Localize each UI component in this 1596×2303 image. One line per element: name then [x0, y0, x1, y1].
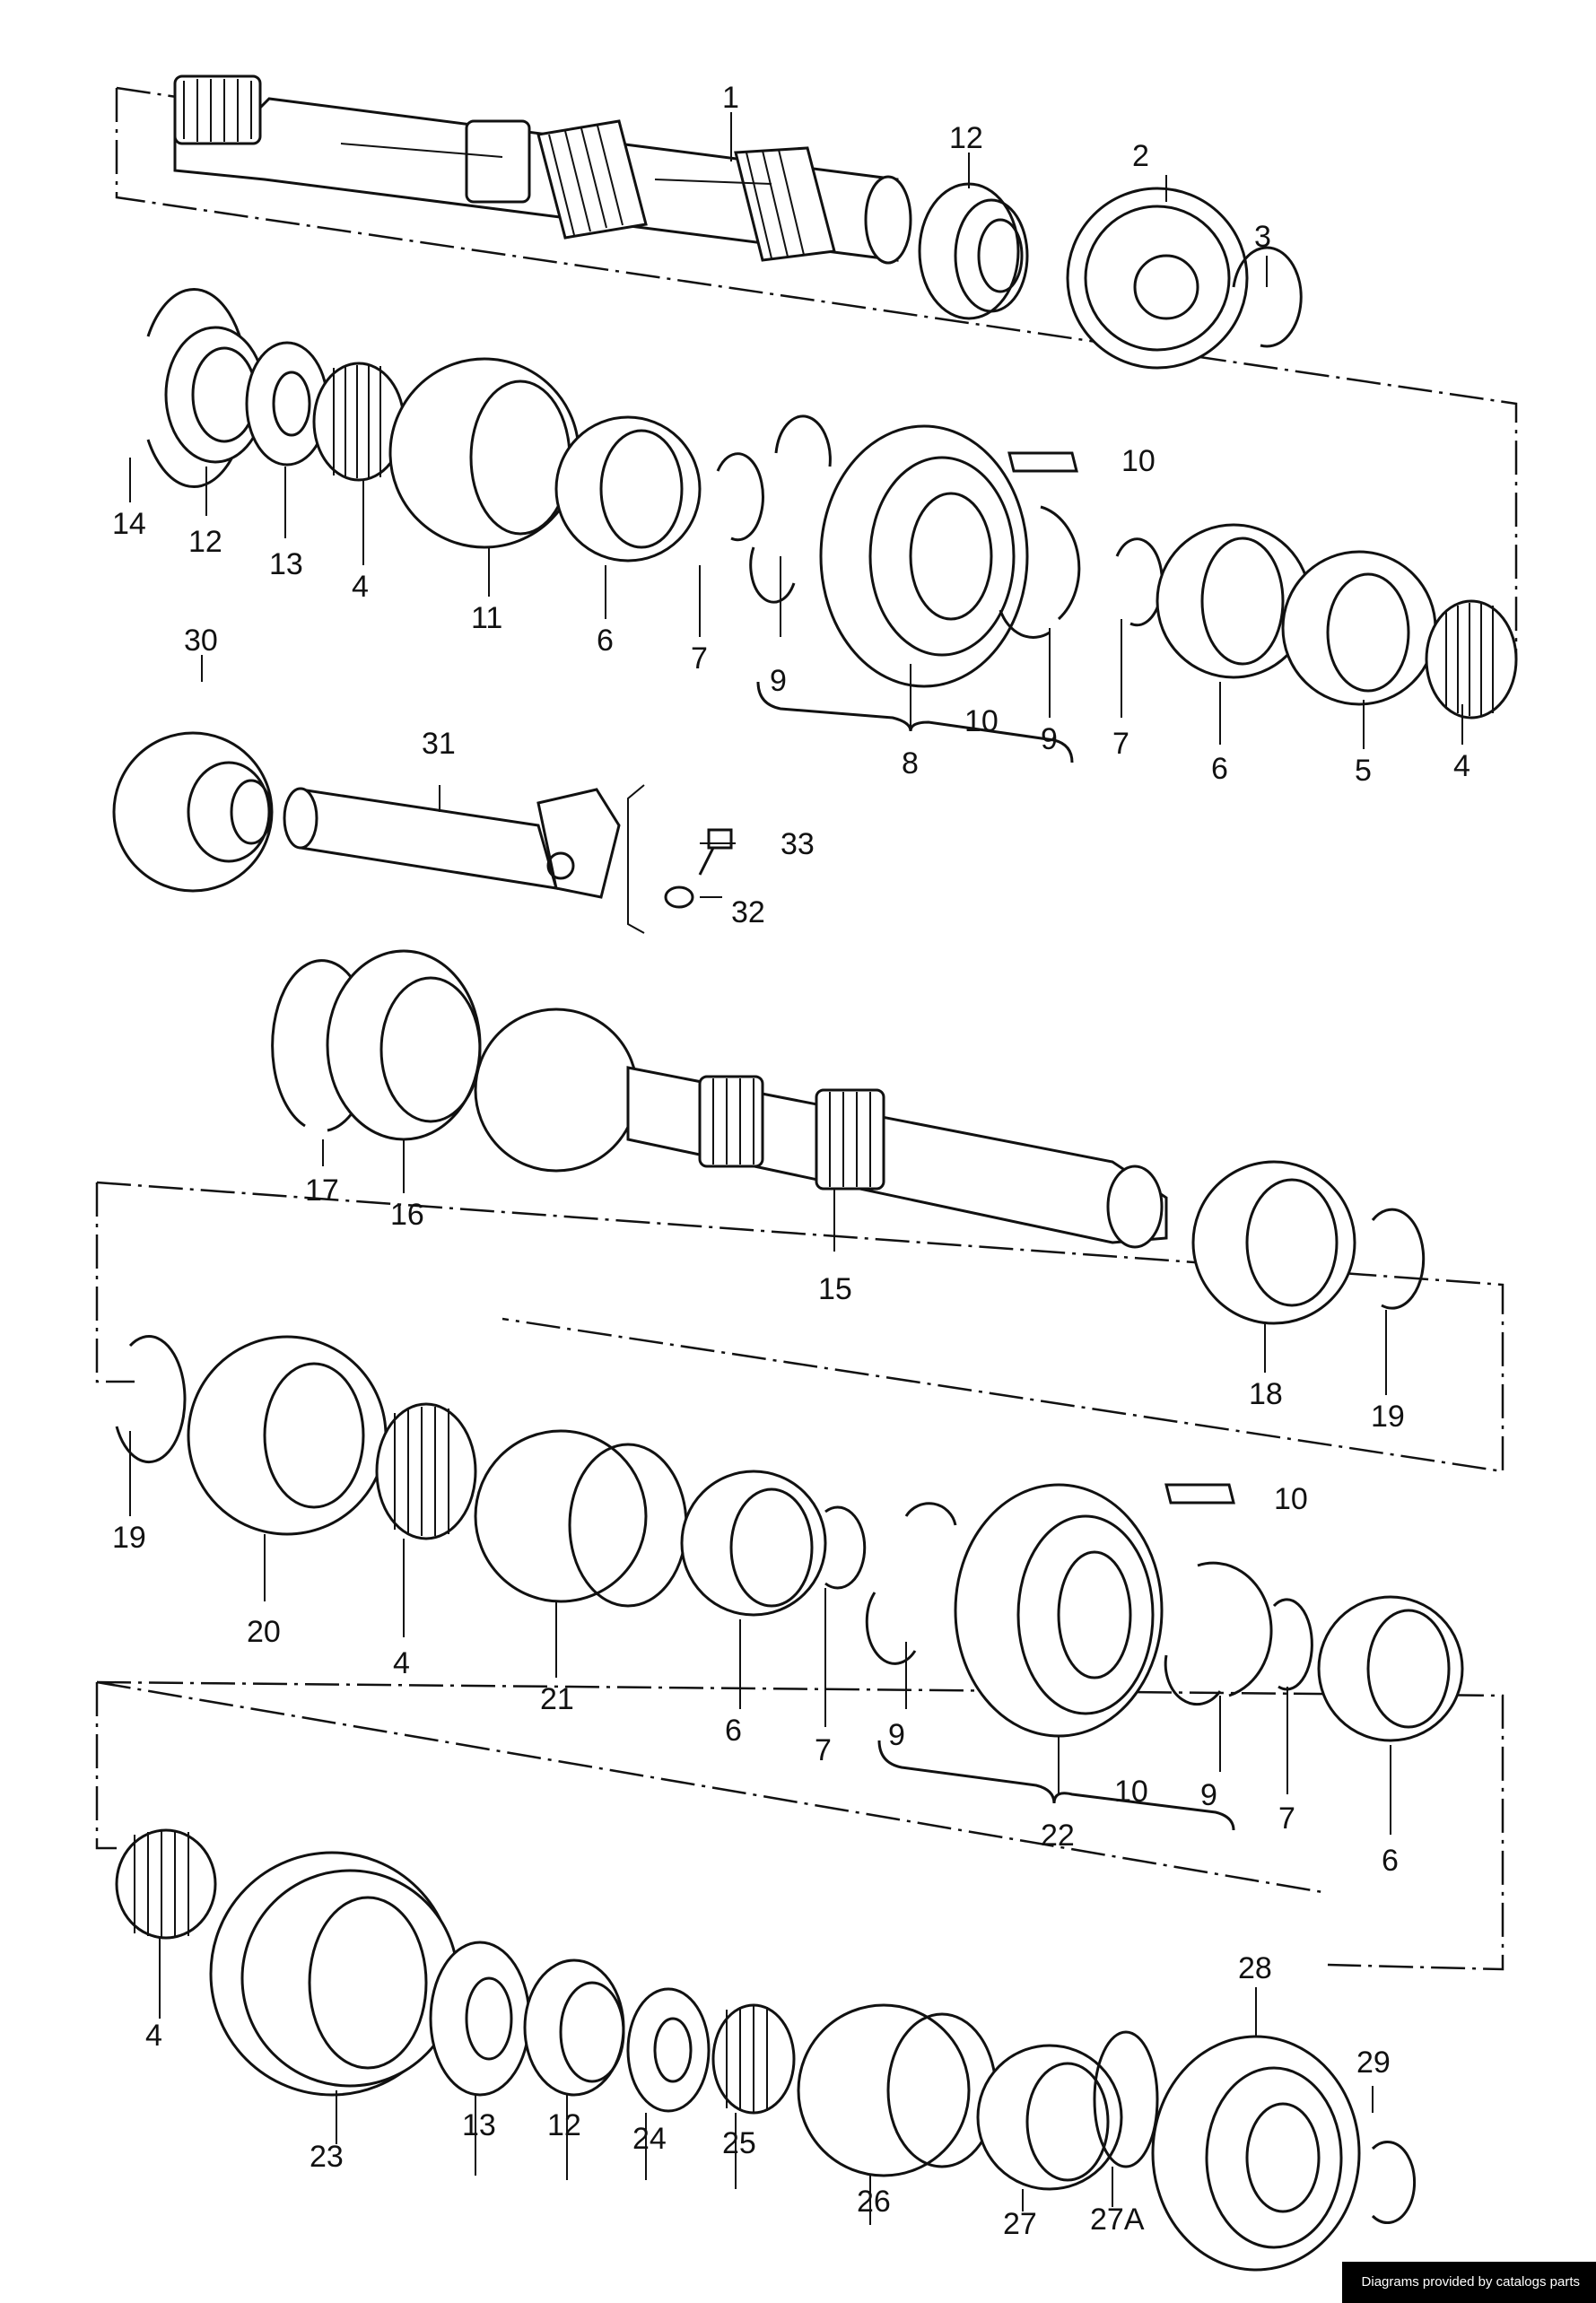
callout: 25 — [722, 2126, 756, 2160]
bolt-33-washer-32 — [664, 828, 733, 909]
callout: 8 — [902, 746, 919, 781]
callout: 15 — [818, 1272, 852, 1306]
callout: 30 — [184, 624, 218, 658]
circlip-3 — [1232, 246, 1303, 348]
reverse-shaft-31 — [283, 787, 621, 899]
callout: 9 — [770, 664, 787, 698]
callout: 22 — [1041, 1819, 1075, 1853]
callout: 9 — [1200, 1778, 1217, 1812]
callout: 19 — [1371, 1400, 1405, 1434]
callout: 28 — [1238, 1951, 1272, 1985]
gear-18 — [1191, 1160, 1356, 1325]
callout: 18 — [1249, 1377, 1283, 1411]
callout: 2 — [1132, 139, 1149, 173]
callout: 6 — [725, 1714, 742, 1748]
bearing-12-top — [918, 182, 1029, 320]
callout: 13 — [269, 547, 303, 581]
gear-2 — [1066, 187, 1249, 370]
callout: 20 — [247, 1615, 281, 1649]
callout: 9 — [1041, 722, 1058, 756]
callout: 14 — [112, 507, 146, 541]
callout: 13 — [462, 2108, 496, 2142]
callout: 5 — [1355, 754, 1372, 788]
callout: 7 — [691, 641, 708, 676]
callout: 17 — [305, 1173, 339, 1208]
callout: 1 — [722, 81, 739, 115]
callout: 9 — [888, 1718, 905, 1752]
callout: 16 — [390, 1198, 424, 1232]
row6-parts — [115, 1828, 1417, 2272]
row5-parts — [115, 1335, 1464, 1742]
callout: 4 — [1453, 749, 1470, 783]
callout: 19 — [112, 1521, 146, 1555]
callout: 23 — [310, 2140, 344, 2174]
callout: 27A — [1090, 2203, 1145, 2237]
pinion-shaft — [271, 949, 1168, 1249]
callout: 7 — [1278, 1801, 1295, 1836]
callout: 10 — [964, 704, 999, 738]
callout-labels: 1 12 2 3 14 12 13 4 11 6 7 9 8 10 10 9 7… — [112, 81, 1470, 2241]
callout: 7 — [815, 1733, 832, 1767]
callout: 21 — [540, 1682, 574, 1716]
callout: 33 — [781, 827, 815, 861]
callout: 29 — [1356, 2046, 1391, 2080]
reverse-gear-30 — [112, 731, 274, 893]
callout: 26 — [857, 2185, 891, 2219]
callout: 6 — [1211, 752, 1228, 786]
callout: 10 — [1274, 1482, 1308, 1516]
circlip-19-right — [1371, 1208, 1426, 1310]
row2-parts — [146, 288, 1518, 720]
diagram-credit-badge: Diagrams provided by catalogs parts — [1341, 2262, 1596, 2303]
callout: 4 — [393, 1646, 410, 1680]
callout: 12 — [547, 2108, 581, 2142]
callout: 3 — [1254, 220, 1271, 254]
leader-lines — [129, 112, 1463, 2225]
callout: 11 — [471, 601, 502, 635]
main-shaft — [173, 74, 912, 265]
assembly-guide-lines — [95, 86, 1518, 1971]
callout: 6 — [597, 624, 614, 658]
callout: 7 — [1112, 727, 1129, 761]
callout: 12 — [188, 525, 222, 559]
callout: 10 — [1114, 1775, 1148, 1809]
callout: 27 — [1003, 2207, 1037, 2241]
credit-text: Diagrams provided by catalogs parts — [1361, 2274, 1580, 2290]
callout: 31 — [422, 727, 456, 761]
callout: 32 — [731, 895, 765, 929]
callout: 10 — [1121, 444, 1156, 478]
callout: 4 — [145, 2019, 162, 2053]
callout: 6 — [1382, 1844, 1399, 1878]
callout: 12 — [949, 121, 983, 155]
callout: 24 — [632, 2122, 667, 2156]
callout: 4 — [352, 570, 369, 604]
